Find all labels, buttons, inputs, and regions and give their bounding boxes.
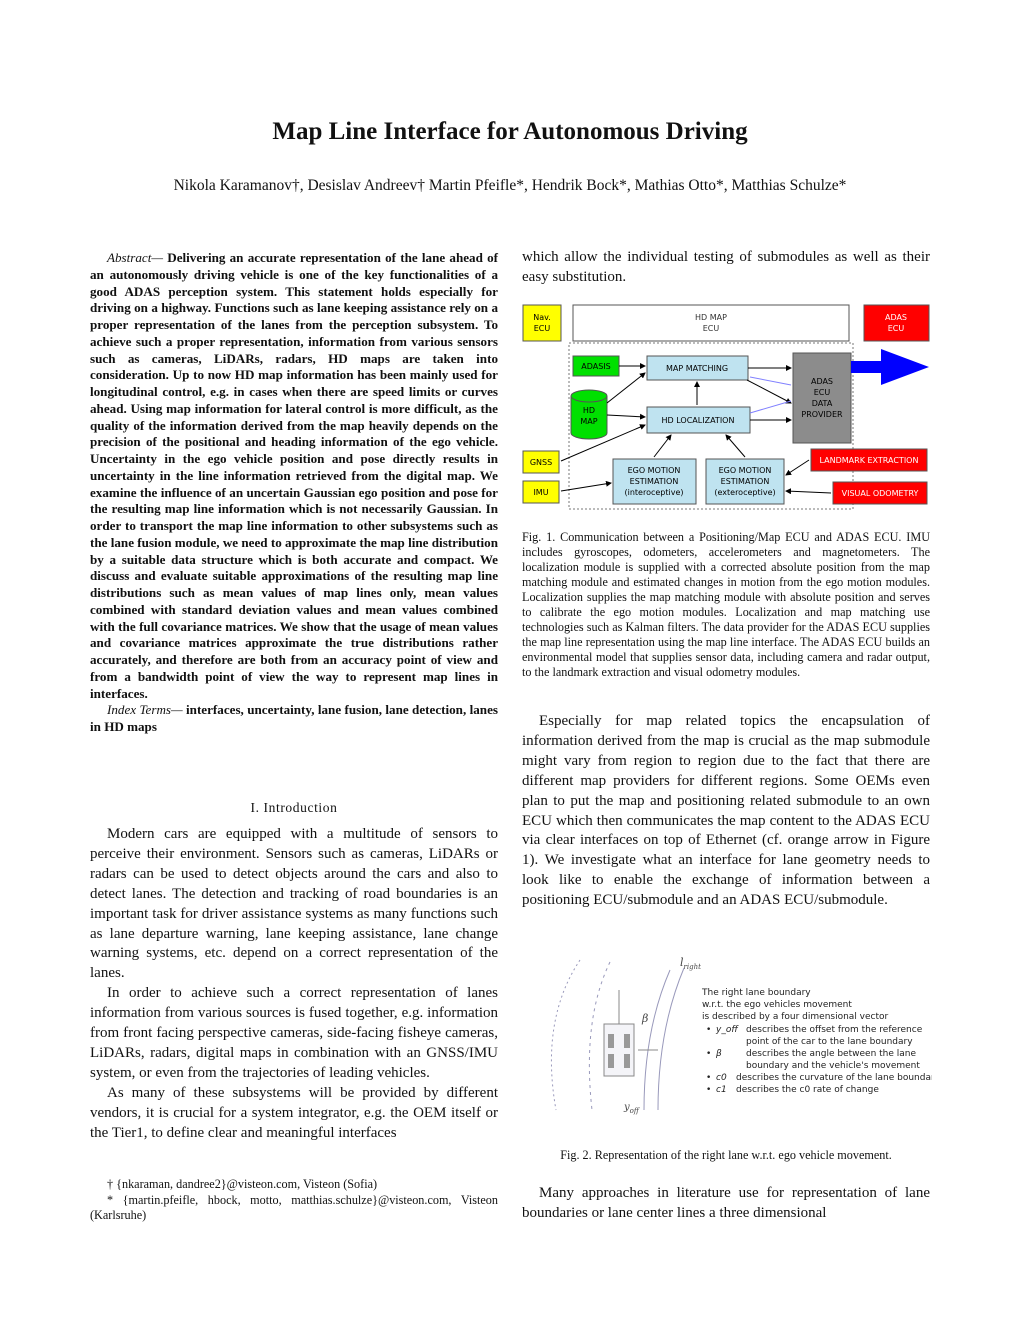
- ego-vehicle: [603, 1023, 635, 1077]
- bullet-1-symbol: y_off: [715, 1025, 739, 1035]
- hd-localization-label: HD LOCALIZATION: [662, 416, 735, 425]
- many-approaches-paragraph: Many approaches in literature use for re…: [522, 1184, 930, 1224]
- author-list: Nikola Karamanov†, Desislav Andreev† Mar…: [173, 177, 847, 194]
- continued-paragraph: which allow the individual testing of su…: [522, 249, 930, 285]
- figure-1-arrows: [560, 363, 832, 495]
- index-terms-text: interfaces, uncertainty, lane fusion, la…: [90, 702, 498, 734]
- legend-line-2: w.r.t. the ego vehicles movement: [702, 1000, 852, 1010]
- introduction-body: Modern cars are equipped with a multitud…: [90, 825, 498, 1144]
- map-matching-label: MAP MATCHING: [666, 364, 728, 373]
- footnote-1: † {nkaraman, dandree2}@visteon.com, Vist…: [107, 1177, 378, 1191]
- vehicle-seat-4: [624, 1054, 630, 1068]
- bullet-2-symbol: β: [715, 1049, 722, 1059]
- ego1-label-3: (interoceptive): [624, 488, 683, 497]
- figure-2-diagram: lright β yoff The right lane boundary w.…: [550, 956, 932, 1115]
- hd-map-ecu-label-2: ECU: [703, 324, 720, 333]
- landmark-extraction-box: [810, 448, 928, 472]
- intro-paragraph-3: As many of these subsystems will be prov…: [90, 1084, 498, 1141]
- ego-motion-exteroceptive-box: [705, 458, 785, 505]
- hd-map-cylinder: [570, 389, 608, 440]
- nav-ecu-label-2: ECU: [534, 324, 551, 333]
- intro-paragraph-2: In order to achieve such a correct repre…: [90, 985, 498, 1081]
- footnote-2: * {martin.pfeifle, hbock, motto, matthia…: [90, 1192, 498, 1223]
- beta-label: β: [641, 1012, 648, 1025]
- y-off-label: yoff: [623, 1102, 640, 1115]
- ego2-label-2: ESTIMATION: [721, 477, 770, 486]
- lane-curves: [550, 959, 685, 1111]
- bullet-4-symbol: c1: [716, 1085, 727, 1095]
- figure-1-caption: Fig. 1. Communication between a Position…: [522, 530, 930, 679]
- map-topics-paragraph: Especially for map related topics the en…: [522, 712, 930, 911]
- ego2-label-3: (exteroceptive): [714, 488, 775, 497]
- positioning-ecu-container: [568, 342, 854, 510]
- figure-2-caption: Fig. 2. Representation of the right lane…: [560, 1148, 892, 1162]
- adas-ecu-label-2: ECU: [888, 324, 905, 333]
- provider-label-4: PROVIDER: [801, 410, 843, 419]
- bullet-1: •: [706, 1025, 711, 1035]
- bullet-3-symbol: c0: [716, 1073, 727, 1083]
- nav-ecu-label-1: Nav.: [533, 313, 551, 322]
- map-topics-text: Especially for map related topics the en…: [522, 713, 930, 909]
- hd-localization-box: [646, 406, 751, 434]
- bullet-4: •: [706, 1085, 711, 1095]
- provider-label-2: ECU: [814, 388, 831, 397]
- hd-map-ecu-label-1: HD MAP: [695, 313, 727, 322]
- gnss-label: GNSS: [530, 458, 552, 467]
- bullet-2-line-1: describes the angle between the lane: [746, 1049, 916, 1059]
- vehicle-seat-1: [608, 1034, 614, 1048]
- section-heading-introduction: I. Introduction: [250, 800, 338, 815]
- bullet-1-line-1: describes the offset from the reference: [746, 1025, 923, 1035]
- hd-map-ecu-box: [572, 304, 850, 342]
- gnss-box: [522, 450, 560, 474]
- intro-paragraph-1: Modern cars are equipped with a multitud…: [90, 826, 498, 982]
- vehicle-seat-3: [608, 1054, 614, 1068]
- footnotes: † {nkaraman, dandree2}@visteon.com, Vist…: [90, 1176, 498, 1224]
- figure-1-diagram: Nav. ECU HD MAP ECU ADAS ECU ADASIS MAP …: [522, 304, 930, 510]
- ego1-label-2: ESTIMATION: [630, 477, 679, 486]
- adas-ecu-data-provider-box: [792, 352, 852, 444]
- provider-label-3: DATA: [812, 399, 833, 408]
- abstract: Abstract— Delivering an accurate represe…: [90, 250, 498, 736]
- ego2-label-1: EGO MOTION: [719, 466, 772, 475]
- abstract-text: Delivering an accurate representation of…: [90, 250, 498, 701]
- imu-box: [522, 480, 560, 504]
- abstract-lead: Abstract—: [107, 250, 164, 265]
- bullet-2: •: [706, 1049, 711, 1059]
- legend-line-3: is described by a four dimensional vecto…: [702, 1012, 889, 1022]
- l-right-label: lright: [680, 956, 701, 971]
- bullet-3: •: [706, 1073, 711, 1083]
- adas-ecu-box: [863, 304, 930, 342]
- vehicle-seat-2: [624, 1034, 630, 1048]
- map-line-interface-arrow: [851, 349, 929, 385]
- many-approaches-text: Many approaches in literature use for re…: [522, 1185, 930, 1221]
- nav-ecu-box: [522, 304, 562, 342]
- adasis-label: ADASIS: [581, 362, 610, 371]
- bullet-1-line-2: point of the car to the lane boundary: [746, 1037, 913, 1047]
- landmark-label: LANDMARK EXTRACTION: [820, 456, 919, 465]
- hd-map-label-1: HD: [583, 406, 595, 415]
- paper-title: Map Line Interface for Autonomous Drivin…: [272, 118, 748, 145]
- visual-odometry-box: [832, 481, 928, 505]
- legend-line-1: The right lane boundary: [701, 988, 811, 998]
- figure-2-legend: The right lane boundary w.r.t. the ego v…: [701, 988, 932, 1095]
- adas-ecu-label-1: ADAS: [885, 313, 907, 322]
- visual-odometry-label: VISUAL ODOMETRY: [842, 489, 919, 498]
- ego-motion-interoceptive-box: [612, 458, 697, 505]
- map-matching-box: [646, 355, 749, 381]
- imu-label: IMU: [533, 488, 548, 497]
- index-terms-lead: Index Terms—: [107, 702, 183, 718]
- bullet-3-line-1: describes the curvature of the lane boun…: [736, 1073, 932, 1083]
- bullet-2-line-2: boundary and the vehicle's movement: [746, 1061, 920, 1071]
- right-column-continuation: which allow the individual testing of su…: [522, 248, 930, 288]
- provider-label-1: ADAS: [811, 377, 833, 386]
- hd-map-label-2: MAP: [580, 417, 597, 426]
- ego1-label-1: EGO MOTION: [628, 466, 681, 475]
- figure-1-blue-links: [749, 376, 792, 414]
- bullet-4-line-1: describes the c0 rate of change: [736, 1085, 879, 1095]
